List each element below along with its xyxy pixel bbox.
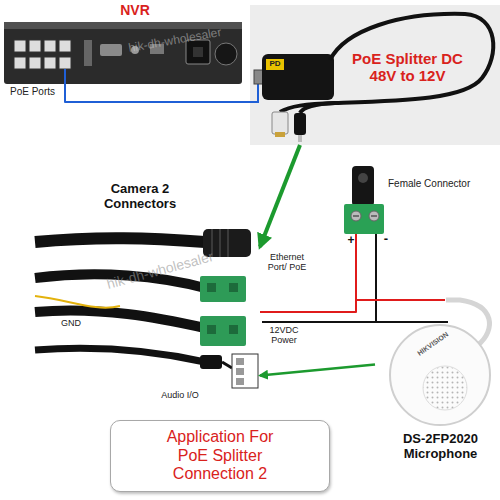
power-wire	[356, 234, 445, 300]
camera-connectors: Camera 2 Connectors	[35, 180, 260, 410]
mic-grille	[423, 366, 467, 410]
microphone: DS-2FP2020 Microphone	[375, 300, 500, 470]
dc-plug-tip	[298, 135, 302, 142]
dc-plug	[294, 113, 306, 135]
port-label: PoE Ports	[10, 86, 80, 98]
splitter-body	[262, 54, 334, 100]
terminal-block	[344, 204, 384, 234]
device-heading: Female Connector	[388, 178, 478, 190]
poe-port	[59, 57, 71, 69]
audio-wire	[260, 365, 375, 376]
poe-port	[44, 40, 56, 52]
audio-pin	[236, 358, 244, 365]
power-socket-inner	[193, 47, 203, 57]
terminal-hole	[229, 283, 238, 292]
caption-text: Application For PoE Splitter Connection …	[155, 428, 285, 483]
audio-plug	[200, 355, 222, 369]
female-connector: Female Connector	[340, 160, 475, 234]
port-label: 12VDC Power	[264, 325, 304, 346]
poe-port	[14, 57, 26, 69]
watermark: hik-dh-wholesaler	[81, 242, 240, 299]
watermark: hik-dh-wholesaler	[105, 22, 245, 60]
terminal-hole	[207, 325, 216, 334]
brand-mark: HIKVISION	[402, 321, 464, 368]
poe-port	[29, 57, 41, 69]
port-label: Audio I/O	[150, 390, 210, 400]
poe-port	[44, 57, 56, 69]
fan	[215, 43, 237, 65]
camera-cable	[35, 348, 205, 362]
splitter-logo	[266, 59, 284, 70]
polarity-sign: +	[346, 234, 356, 248]
poe-port	[59, 40, 71, 52]
device-heading: DS-2FP2020 Microphone	[383, 432, 498, 462]
port-label: Ethernet Port/ PoE	[262, 252, 312, 273]
device-heading: PoE Splitter DC 48V to 12V	[345, 50, 470, 85]
dc-barrel	[352, 166, 374, 206]
ground-wire	[262, 234, 448, 322]
vga-port	[100, 44, 122, 56]
caption-box: Application For PoE Splitter Connection …	[110, 420, 330, 492]
wire-label: GND	[56, 318, 86, 328]
poe-cable-stub	[250, 84, 258, 102]
power-wire	[260, 234, 356, 312]
poe-splitter: PoE Splitter DC 48V to 12V	[250, 5, 500, 145]
audio-pin	[236, 378, 244, 385]
lan-port	[84, 40, 92, 66]
device-heading: Camera 2 Connectors	[90, 182, 190, 212]
green-terminal	[200, 316, 246, 346]
rj45-plug	[272, 112, 288, 134]
terminal-hole	[229, 325, 238, 334]
terminal-hole	[207, 283, 216, 292]
audio-wire	[222, 362, 232, 368]
camera-cable	[35, 238, 205, 242]
screw-slot	[353, 215, 377, 217]
camera-cable	[35, 310, 205, 328]
splitter-cable	[300, 103, 335, 113]
poe-cable	[65, 99, 250, 102]
brand-mark: PD	[266, 59, 284, 68]
poe-port	[29, 40, 41, 52]
audio-pin	[236, 368, 244, 375]
gnd-wire	[35, 296, 120, 308]
device-heading: NVR	[110, 2, 160, 18]
dc-barrel-hole	[358, 173, 368, 183]
rj45-contacts	[275, 132, 285, 137]
nvr-device: NVR PoE Ports	[0, 2, 250, 99]
poe-cable-stub	[64, 69, 66, 99]
polarity-sign: -	[381, 232, 391, 247]
connection-arrow	[260, 145, 300, 247]
splitter-cable	[280, 14, 493, 112]
poe-port	[14, 40, 26, 52]
green-terminal	[200, 276, 246, 302]
splitter-panel	[250, 5, 500, 145]
audio-terminal	[232, 354, 258, 388]
